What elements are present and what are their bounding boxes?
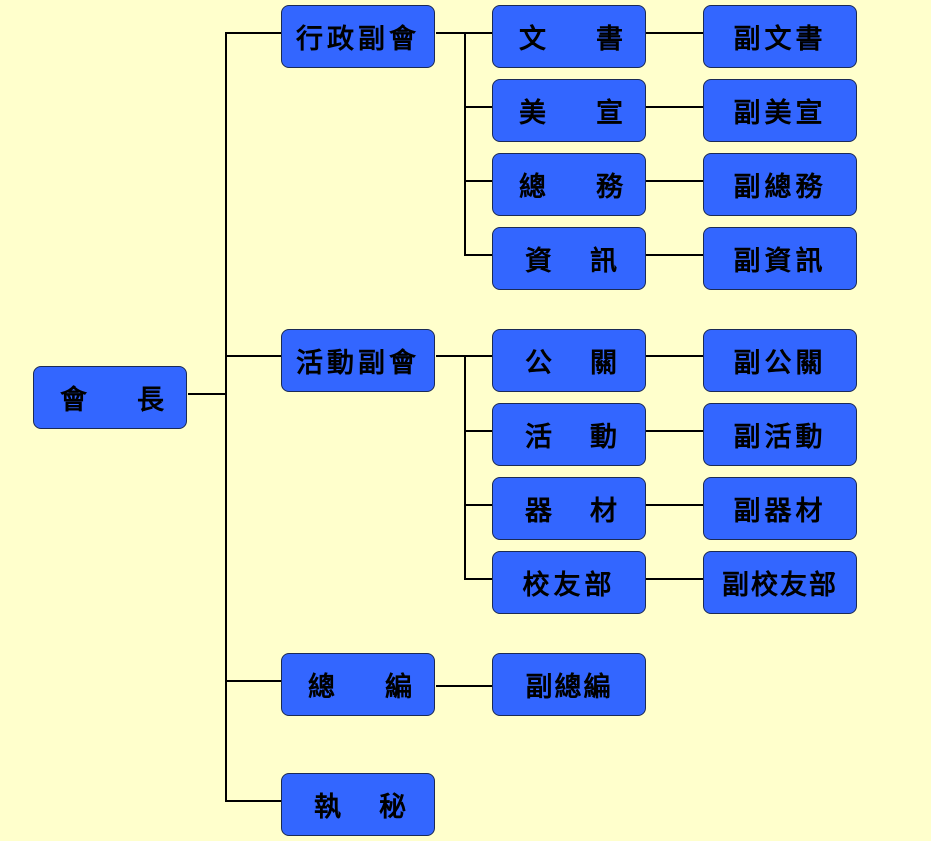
node-deputy-equipment[interactable]: 副器材 xyxy=(703,477,857,540)
node-secretary[interactable]: 文 書 xyxy=(492,5,646,68)
connector-deputy xyxy=(646,578,704,580)
node-char: 總 xyxy=(308,672,335,703)
node-char: 長 xyxy=(137,385,164,416)
connector-b2-trunk xyxy=(464,355,466,578)
connector-branch-4 xyxy=(225,800,282,802)
connector-deputy xyxy=(646,355,704,357)
node-char: 美 xyxy=(519,98,546,129)
node-char: 文 xyxy=(519,24,546,55)
node-char: 秘 xyxy=(379,792,406,823)
node-information[interactable]: 資 訊 xyxy=(492,227,646,290)
node-char: 會 xyxy=(60,385,87,416)
node-president[interactable]: 會 長 xyxy=(33,366,187,429)
node-alumni[interactable]: 校友部 xyxy=(492,551,646,614)
node-char: 宣 xyxy=(596,98,623,129)
node-design[interactable]: 美 宣 xyxy=(492,79,646,142)
node-char: 活 xyxy=(525,422,552,453)
node-executive-secretary[interactable]: 執 秘 xyxy=(281,773,435,836)
node-label: 副總務 xyxy=(733,172,827,203)
connector-b1-trunk xyxy=(464,32,466,255)
connector-branch-1 xyxy=(225,32,282,34)
node-char: 務 xyxy=(596,172,623,203)
node-label: 副校友部 xyxy=(722,570,838,601)
node-deputy-secretary[interactable]: 副文書 xyxy=(703,5,857,68)
node-activities[interactable]: 活 動 xyxy=(492,403,646,466)
node-deputy-activities[interactable]: 副活動 xyxy=(703,403,857,466)
node-activity-vp[interactable]: 活動副會 xyxy=(281,329,435,392)
connector-branch-2 xyxy=(225,355,282,357)
node-char: 總 xyxy=(519,172,546,203)
node-label: 活動副會 xyxy=(296,348,420,379)
node-char: 關 xyxy=(590,348,617,379)
connector-deputy xyxy=(646,32,704,34)
connector-trunk xyxy=(225,32,227,801)
node-label: 副文書 xyxy=(733,24,827,55)
node-deputy-alumni[interactable]: 副校友部 xyxy=(703,551,857,614)
node-label: 副活動 xyxy=(733,422,827,453)
node-public-relations[interactable]: 公 關 xyxy=(492,329,646,392)
node-deputy-information[interactable]: 副資訊 xyxy=(703,227,857,290)
connector-b2-c4 xyxy=(464,578,493,580)
node-label: 副公關 xyxy=(733,348,827,379)
node-label: 校友部 xyxy=(522,570,616,601)
connector-deputy xyxy=(646,254,704,256)
node-char: 執 xyxy=(314,792,341,823)
connector-b2-c3 xyxy=(464,504,493,506)
connector-b3-deputy xyxy=(436,685,493,687)
node-label: 副總編 xyxy=(525,672,613,703)
node-label: 副資訊 xyxy=(733,246,827,277)
node-char: 編 xyxy=(385,672,412,703)
node-char: 器 xyxy=(525,496,552,527)
node-char: 訊 xyxy=(590,246,617,277)
node-char: 資 xyxy=(525,246,552,277)
node-label: 行政副會 xyxy=(296,24,420,55)
node-char: 材 xyxy=(590,496,617,527)
node-admin-vp[interactable]: 行政副會 xyxy=(281,5,435,68)
node-deputy-public-relations[interactable]: 副公關 xyxy=(703,329,857,392)
connector-deputy xyxy=(646,106,704,108)
node-equipment[interactable]: 器 材 xyxy=(492,477,646,540)
connector-deputy xyxy=(646,430,704,432)
node-label: 副美宣 xyxy=(733,98,827,129)
node-deputy-general-affairs[interactable]: 副總務 xyxy=(703,153,857,216)
node-char: 公 xyxy=(525,348,552,379)
connector-b1-c2 xyxy=(464,106,493,108)
node-char: 動 xyxy=(590,422,617,453)
node-general-affairs[interactable]: 總 務 xyxy=(492,153,646,216)
node-deputy-chief-editor[interactable]: 副總編 xyxy=(492,653,646,716)
connector-deputy xyxy=(646,180,704,182)
connector-root xyxy=(188,393,226,395)
connector-b1-c3 xyxy=(464,180,493,182)
connector-branch-3 xyxy=(225,680,282,682)
node-chief-editor[interactable]: 總 編 xyxy=(281,653,435,716)
node-char: 書 xyxy=(596,24,623,55)
node-label: 副器材 xyxy=(733,496,827,527)
node-deputy-design[interactable]: 副美宣 xyxy=(703,79,857,142)
connector-b2-c2 xyxy=(464,430,493,432)
connector-deputy xyxy=(646,504,704,506)
connector-b1-c4 xyxy=(464,254,493,256)
